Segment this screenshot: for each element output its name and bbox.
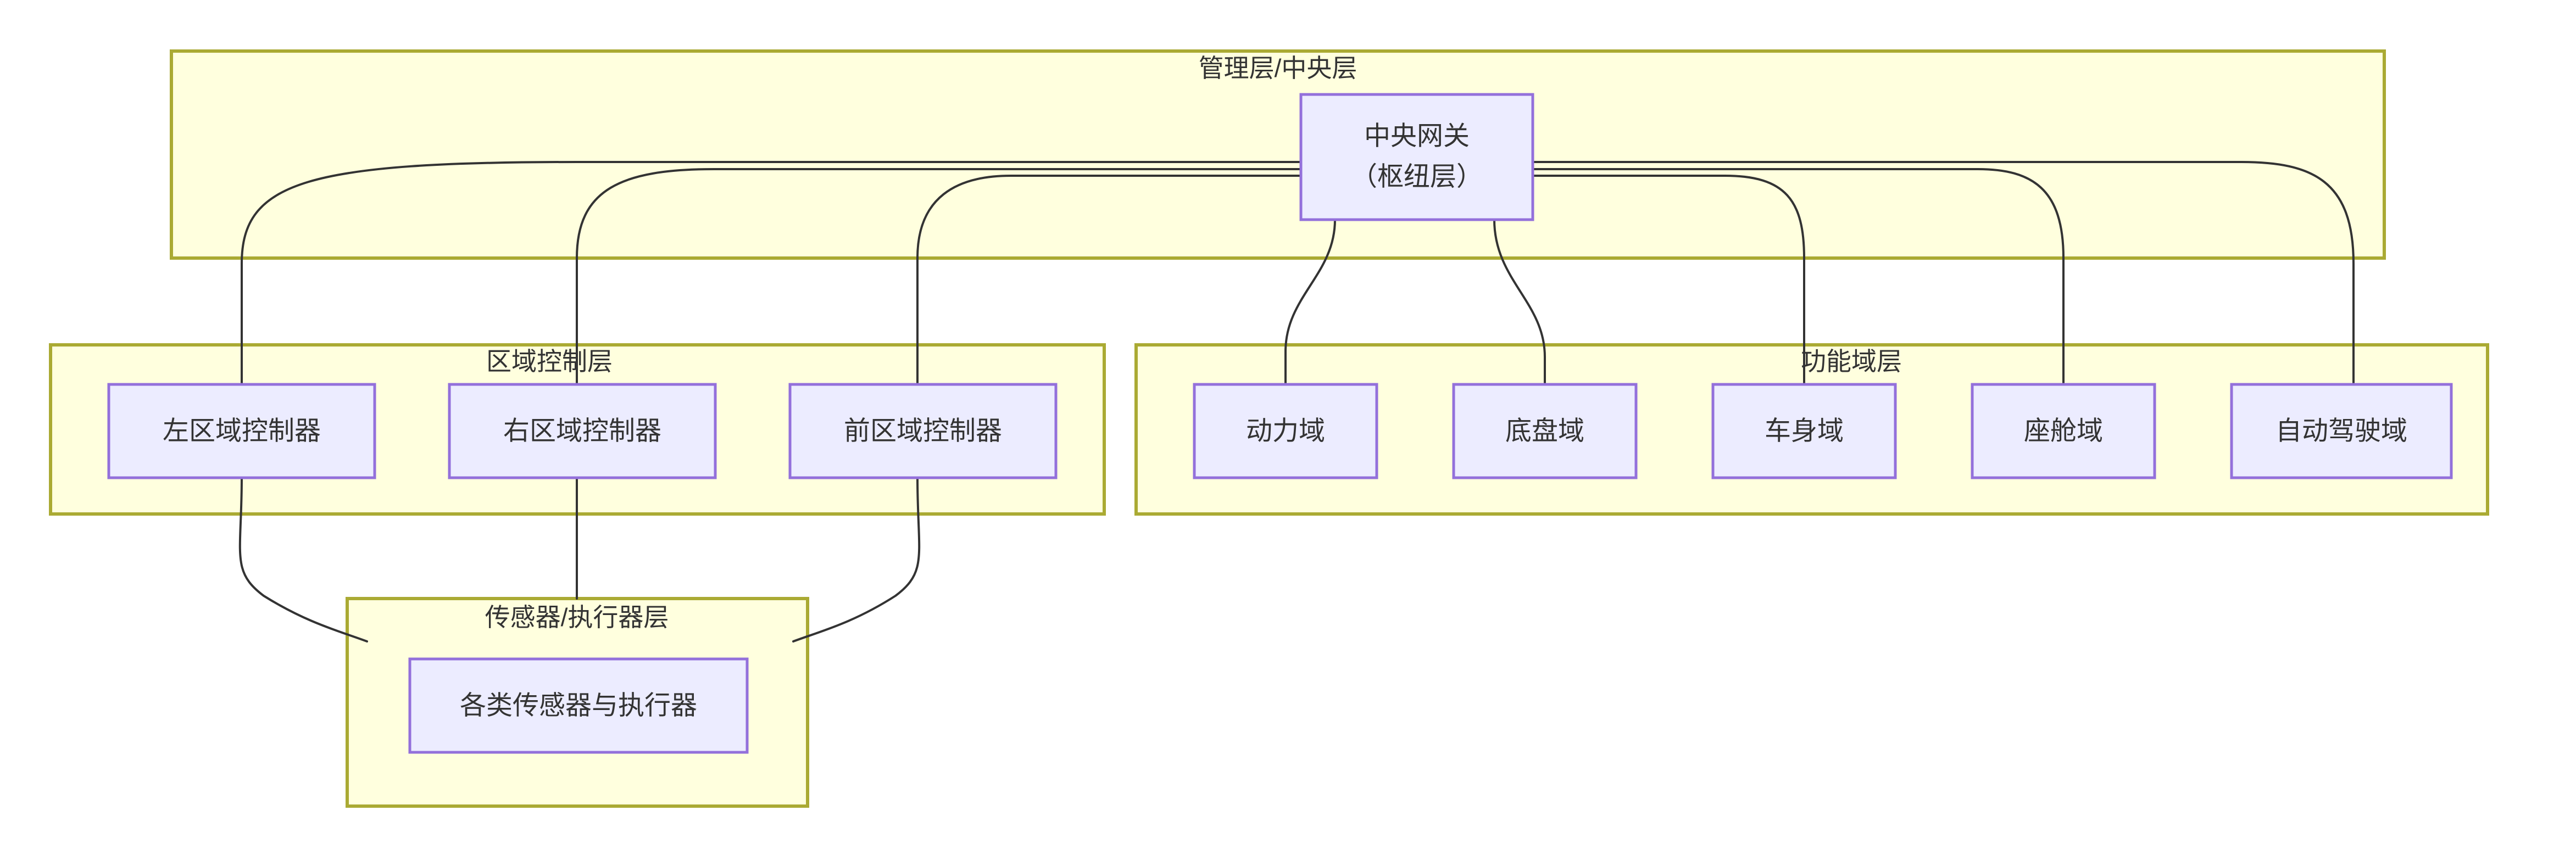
cluster-zone-label: 区域控制层 xyxy=(486,347,613,376)
node-domain-cockpit-rect[interactable] xyxy=(1971,383,2156,479)
edge-gateway-to-domain-body xyxy=(1532,175,1805,385)
node-domain-chassis[interactable]: 底盘域 xyxy=(1452,383,1638,479)
node-zone-right[interactable]: 右区域控制器 xyxy=(448,383,717,479)
node-domain-chassis-rect[interactable] xyxy=(1452,383,1638,479)
node-domain-chassis-label: 底盘域 xyxy=(1505,417,1584,446)
node-domain-power-rect[interactable] xyxy=(1193,383,1378,479)
cluster-management-label: 管理层/中央层 xyxy=(1199,54,1357,82)
node-zone-front-rect[interactable] xyxy=(788,383,1058,479)
node-gateway[interactable]: 中央网关 （枢纽层） xyxy=(1299,93,1534,221)
edge-gateway-to-zone-right xyxy=(576,168,1302,385)
edge-gateway-to-domain-autodrive xyxy=(1532,161,2355,385)
node-domain-body-label: 车身域 xyxy=(1765,417,1844,446)
edge-zone-front-to-sensors xyxy=(792,477,921,642)
node-zone-front-label: 前区域控制器 xyxy=(844,417,1002,446)
node-domain-autodrive-rect[interactable] xyxy=(2230,383,2453,479)
node-domain-body-rect[interactable] xyxy=(1711,383,1897,479)
edge-layer xyxy=(238,161,2355,642)
node-domain-autodrive-label: 自动驾驶域 xyxy=(2275,417,2407,446)
node-domain-body[interactable]: 车身域 xyxy=(1711,383,1897,479)
node-domain-power-label: 动力域 xyxy=(1246,417,1325,446)
node-domain-cockpit[interactable]: 座舱域 xyxy=(1971,383,2156,479)
node-zone-left[interactable]: 左区域控制器 xyxy=(107,383,376,479)
node-domain-autodrive[interactable]: 自动驾驶域 xyxy=(2230,383,2453,479)
node-sensors-rect[interactable] xyxy=(408,657,749,754)
edge-gateway-to-zone-left xyxy=(241,161,1302,385)
edge-gateway-to-zone-front xyxy=(916,175,1302,385)
node-domain-cockpit-label: 座舱域 xyxy=(2024,417,2103,446)
node-zone-right-rect[interactable] xyxy=(448,383,717,479)
edge-gateway-to-domain-chassis xyxy=(1493,219,1546,385)
node-sensors[interactable]: 各类传感器与执行器 xyxy=(408,657,749,754)
edge-gateway-to-domain-power xyxy=(1284,219,1336,385)
node-zone-left-label: 左区域控制器 xyxy=(163,417,321,446)
cluster-management: 管理层/中央层 xyxy=(170,49,2386,260)
cluster-functional-label: 功能域层 xyxy=(1801,347,1902,376)
node-gateway-label-line2: （枢纽层） xyxy=(1351,163,1483,192)
node-zone-left-rect[interactable] xyxy=(107,383,376,479)
node-sensors-label: 各类传感器与执行器 xyxy=(460,691,697,720)
edge-zone-left-to-sensors xyxy=(238,477,368,642)
cluster-management-rect xyxy=(170,49,2386,260)
edge-gateway-to-domain-cockpit xyxy=(1532,168,2065,385)
cluster-sensor-label: 传感器/执行器层 xyxy=(485,603,669,632)
node-zone-right-label: 右区域控制器 xyxy=(503,417,661,446)
node-gateway-rect[interactable] xyxy=(1299,93,1534,221)
node-domain-power[interactable]: 动力域 xyxy=(1193,383,1378,479)
node-gateway-label-line1: 中央网关 xyxy=(1364,122,1470,151)
node-zone-front[interactable]: 前区域控制器 xyxy=(788,383,1058,479)
